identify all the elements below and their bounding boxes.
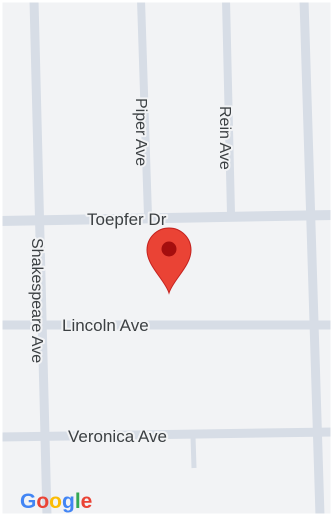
logo-letter-5: l bbox=[75, 490, 81, 513]
logo-letter-2: o bbox=[36, 490, 49, 513]
road-rein-ave bbox=[222, 0, 235, 215]
road-stub bbox=[190, 435, 197, 469]
street-label-lincoln-ave: Lincoln Ave bbox=[62, 316, 149, 335]
logo-letter-1: G bbox=[20, 490, 36, 513]
road-veronica-ave bbox=[0, 427, 333, 442]
street-label-shakespeare-ave: Shakespeare Ave bbox=[28, 238, 45, 363]
logo-letter-4: g bbox=[62, 490, 75, 513]
logo-letter-3: o bbox=[49, 490, 62, 513]
google-logo: Google bbox=[20, 490, 92, 513]
map-pin-dot bbox=[161, 241, 177, 257]
street-label-toepfer-dr: Toepfer Dr bbox=[87, 210, 167, 229]
street-label-piper-ave: Piper Ave bbox=[132, 98, 149, 166]
map-pin-body bbox=[146, 227, 192, 295]
road-toepfer-dr bbox=[0, 210, 333, 226]
street-label-rein-ave: Rein Ave bbox=[216, 106, 233, 170]
street-label-veronica-ave: Veronica Ave bbox=[68, 427, 167, 446]
road-shakespeare-ave bbox=[29, 0, 52, 516]
road-piper-ave bbox=[137, 0, 152, 217]
map-pin-icon[interactable] bbox=[146, 227, 192, 295]
logo-letter-6: e bbox=[81, 490, 93, 513]
